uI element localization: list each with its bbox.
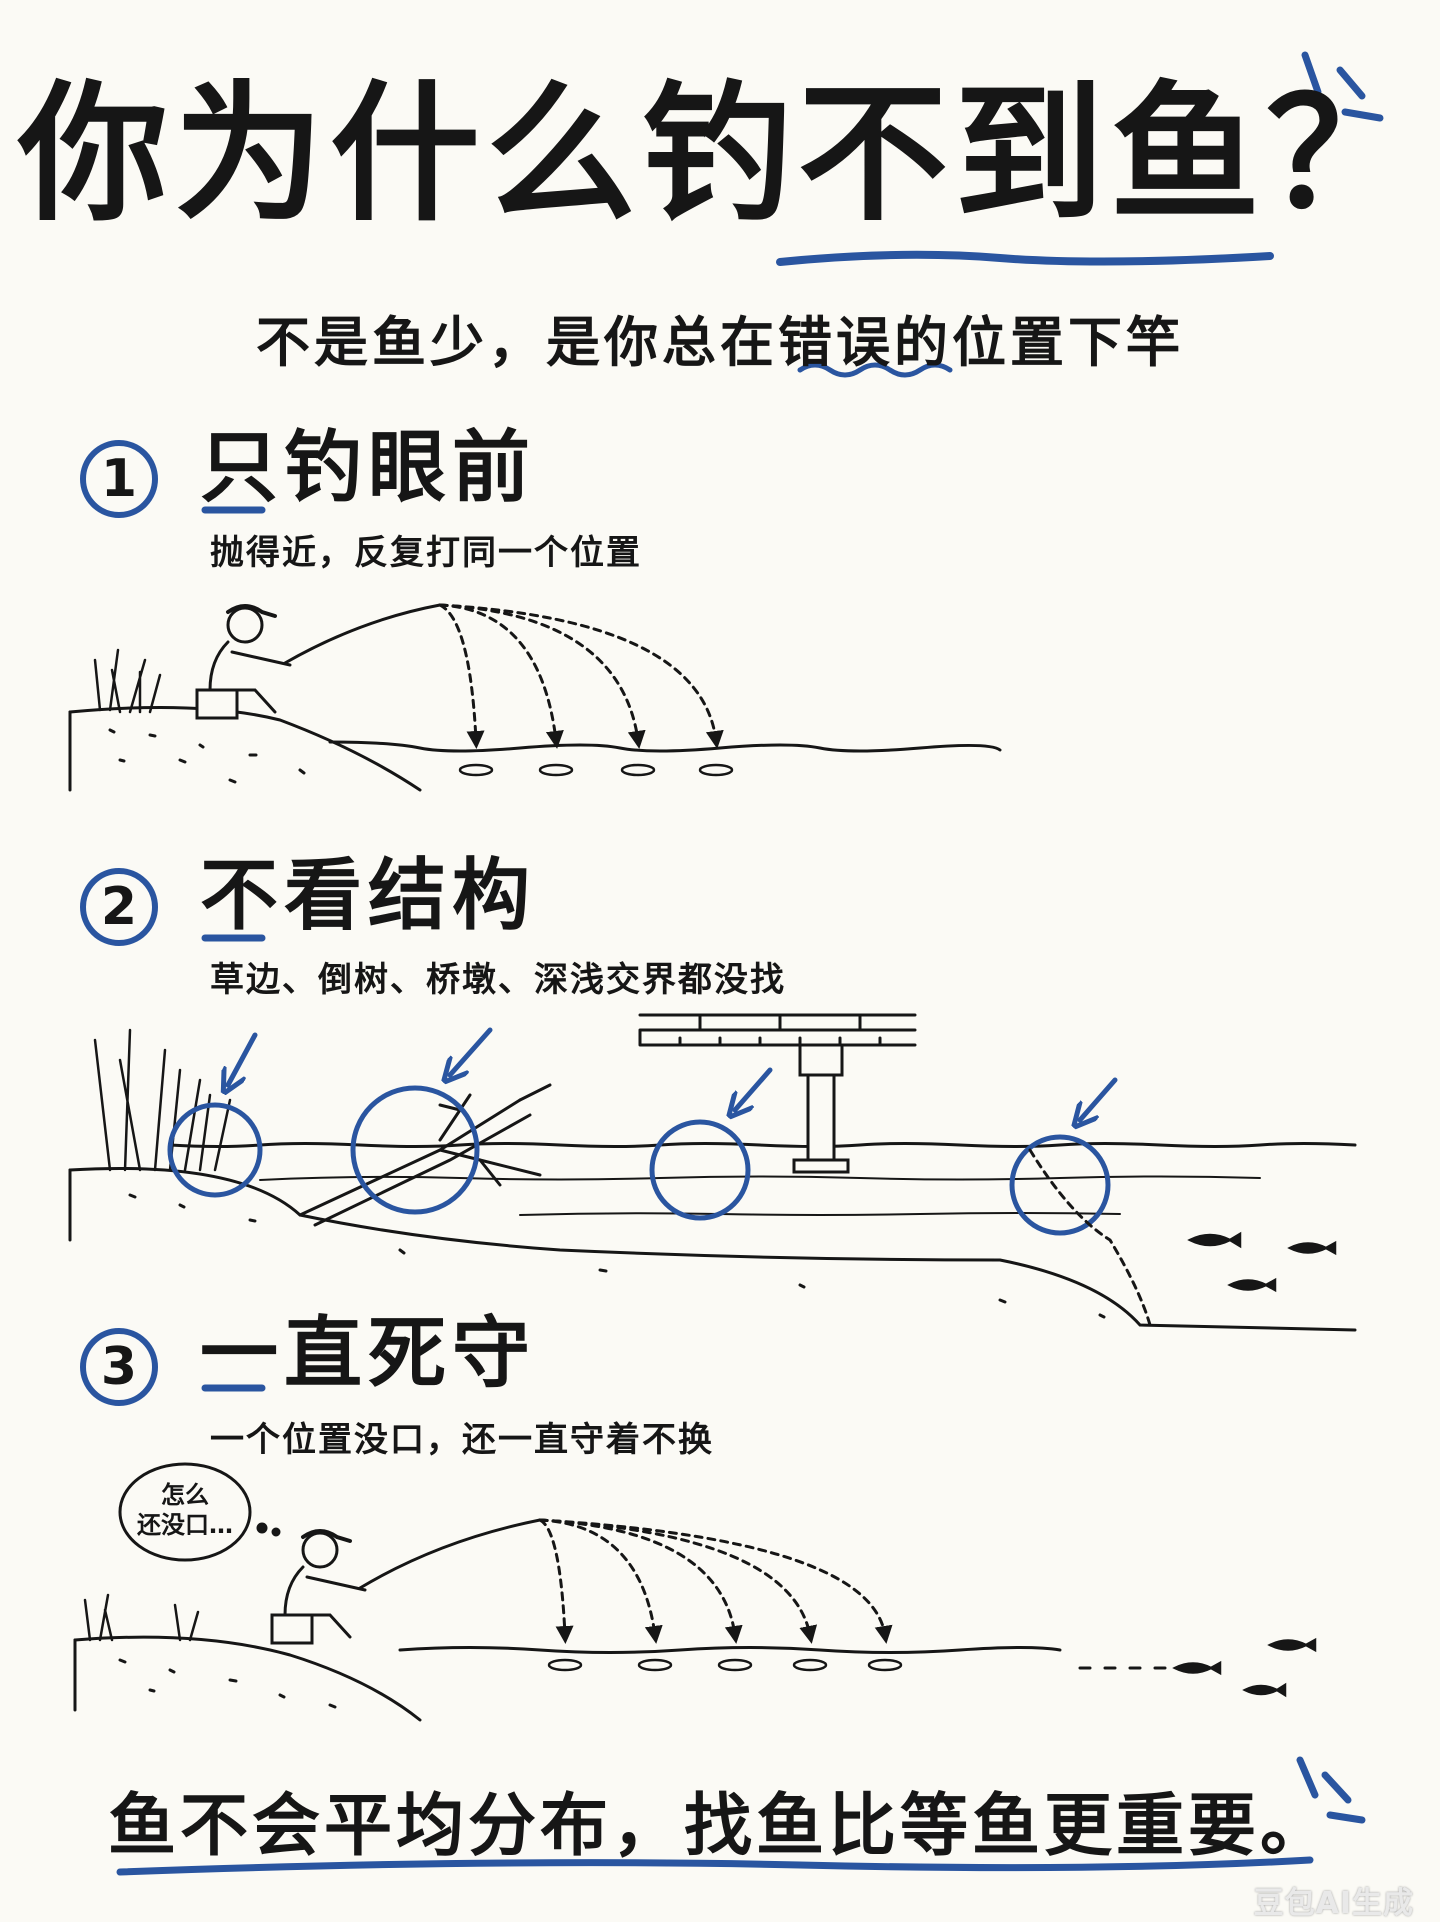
speech-bubble-line-1: 怎么 xyxy=(161,1481,209,1509)
speech-bubble-icon xyxy=(118,1462,281,1562)
grass-icon xyxy=(93,1028,232,1172)
section-2-number: 2 xyxy=(80,868,158,946)
watermark: 豆包AI生成 xyxy=(1253,1886,1414,1921)
speech-bubble-line-2: 还没口… xyxy=(137,1511,233,1539)
section-1-title: 只钓眼前 xyxy=(200,423,537,513)
fisherman-icon xyxy=(195,604,292,720)
section-3-title: 一直死守 xyxy=(200,1309,537,1399)
scene-1 xyxy=(68,603,1002,792)
footer-accent-icon xyxy=(1296,1756,1366,1824)
page-subtitle: 不是鱼少，是你总在错误的位置下竿 xyxy=(256,311,1184,374)
fish-icon xyxy=(1172,1637,1317,1698)
section-3-number: 3 xyxy=(80,1328,158,1406)
speech-bubble-text: 怎么 还没口… xyxy=(135,1480,235,1540)
fisherman-icon xyxy=(270,1529,367,1645)
section-1-number: 1 xyxy=(80,440,158,518)
section-2-title: 不看结构 xyxy=(200,851,537,941)
section-3-desc: 一个位置没口，还一直守着不换 xyxy=(210,1420,714,1460)
fishing-rod xyxy=(358,1518,542,1590)
title-accent-icon xyxy=(1301,51,1384,122)
scene-3 xyxy=(73,1462,1317,1722)
page-title: 你为什么钓不到鱼？ xyxy=(17,68,1422,242)
section-1-desc: 抛得近，反复打同一个位置 xyxy=(210,533,642,573)
subtitle-underline xyxy=(797,362,953,378)
title-underline xyxy=(776,250,1274,266)
fish-icon xyxy=(1187,1231,1337,1293)
bridge-icon xyxy=(638,1013,917,1174)
fishing-rod xyxy=(283,603,442,665)
scene-2 xyxy=(68,1013,1357,1332)
fallen-tree-icon xyxy=(298,1083,552,1227)
footer-underline xyxy=(116,1856,1314,1876)
section-2-desc: 草边、倒树、桥墩、深浅交界都没找 xyxy=(210,960,786,1000)
arrow-icon xyxy=(228,1027,1118,1120)
footer-slogan: 鱼不会平均分布，找鱼比等鱼更重要。 xyxy=(107,1787,1332,1866)
